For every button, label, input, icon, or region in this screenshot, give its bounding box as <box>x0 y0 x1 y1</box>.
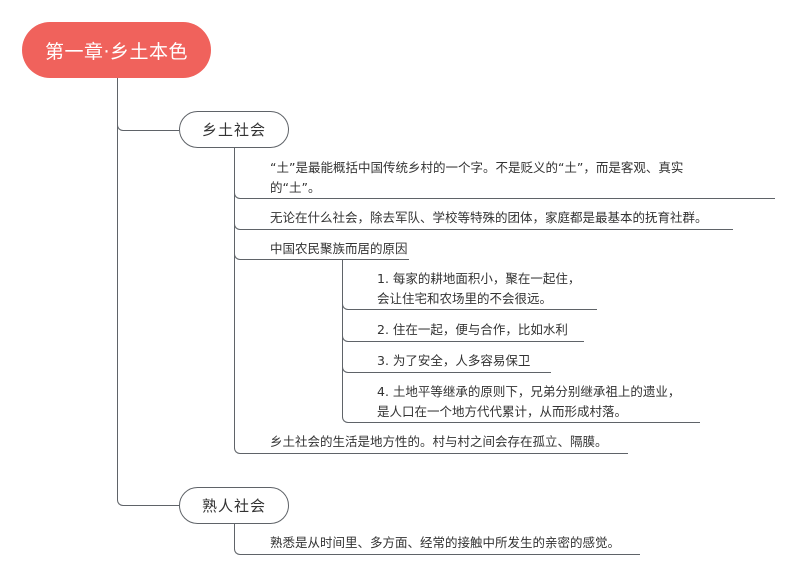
leaf-familiarity[interactable]: 熟悉是从时间里、多方面、经常的接触中所发生的亲密的感觉。 <box>270 533 620 553</box>
leaf-line: 是人口在一个地方代代累计，从而形成村落。 <box>377 404 628 419</box>
topic-label: 熟人社会 <box>201 497 266 515</box>
connector-root-topic2 <box>117 78 179 506</box>
connector-reason-4 <box>342 260 700 423</box>
connector-t1-child4 <box>234 148 628 454</box>
leaf-line: 2. 住在一起，便与合作，比如水利 <box>377 322 568 337</box>
leaf-line: 3. 为了安全，人多容易保卫 <box>377 353 531 368</box>
leaf-reason-2[interactable]: 2. 住在一起，便与合作，比如水利 <box>377 320 568 340</box>
leaf-line: 中国农民聚族而居的原因 <box>270 241 408 256</box>
root-node[interactable]: 第一章·乡土本色 <box>22 22 211 78</box>
leaf-clan-living-reasons[interactable]: 中国农民聚族而居的原因 <box>270 239 408 259</box>
leaf-line: 的“土”。 <box>270 180 321 195</box>
leaf-line: 无论在什么社会，除去军队、学校等特殊的团体，家庭都是最基本的抚育社群。 <box>270 210 708 225</box>
topic-label: 乡土社会 <box>201 121 266 139</box>
connector-t2-child1 <box>234 523 640 555</box>
leaf-local-life[interactable]: 乡土社会的生活是地方性的。村与村之间会存在孤立、隔膜。 <box>270 432 608 452</box>
leaf-line: 会让住宅和农场里的不会很远。 <box>377 291 553 306</box>
leaf-line: “土”是最能概括中国传统乡村的一个字。不是贬义的“土”，而是客观、真实 <box>270 160 684 175</box>
leaf-line: 熟悉是从时间里、多方面、经常的接触中所发生的亲密的感觉。 <box>270 535 621 550</box>
leaf-reason-4[interactable]: 4. 土地平等继承的原则下，兄弟分别继承祖上的遗业， 是人口在一个地方代代累计，… <box>377 382 680 422</box>
root-label: 第一章·乡土本色 <box>44 40 189 63</box>
leaf-reason-1[interactable]: 1. 每家的耕地面积小，聚在一起住， 会让住宅和农场里的不会很远。 <box>377 269 580 309</box>
leaf-line: 4. 土地平等继承的原则下，兄弟分别继承祖上的遗业， <box>377 384 681 399</box>
leaf-line: 1. 每家的耕地面积小，聚在一起住， <box>377 271 581 286</box>
leaf-line: 乡土社会的生活是地方性的。村与村之间会存在孤立、隔膜。 <box>270 434 608 449</box>
topic-node-shuren-shehui[interactable]: 熟人社会 <box>179 487 289 524</box>
topic-node-xiangtu-shehui[interactable]: 乡土社会 <box>179 111 289 148</box>
leaf-family-basic-group[interactable]: 无论在什么社会，除去军队、学校等特殊的团体，家庭都是最基本的抚育社群。 <box>270 208 708 228</box>
leaf-tu-definition[interactable]: “土”是最能概括中国传统乡村的一个字。不是贬义的“土”，而是客观、真实 的“土”… <box>270 158 683 198</box>
leaf-reason-3[interactable]: 3. 为了安全，人多容易保卫 <box>377 351 530 371</box>
